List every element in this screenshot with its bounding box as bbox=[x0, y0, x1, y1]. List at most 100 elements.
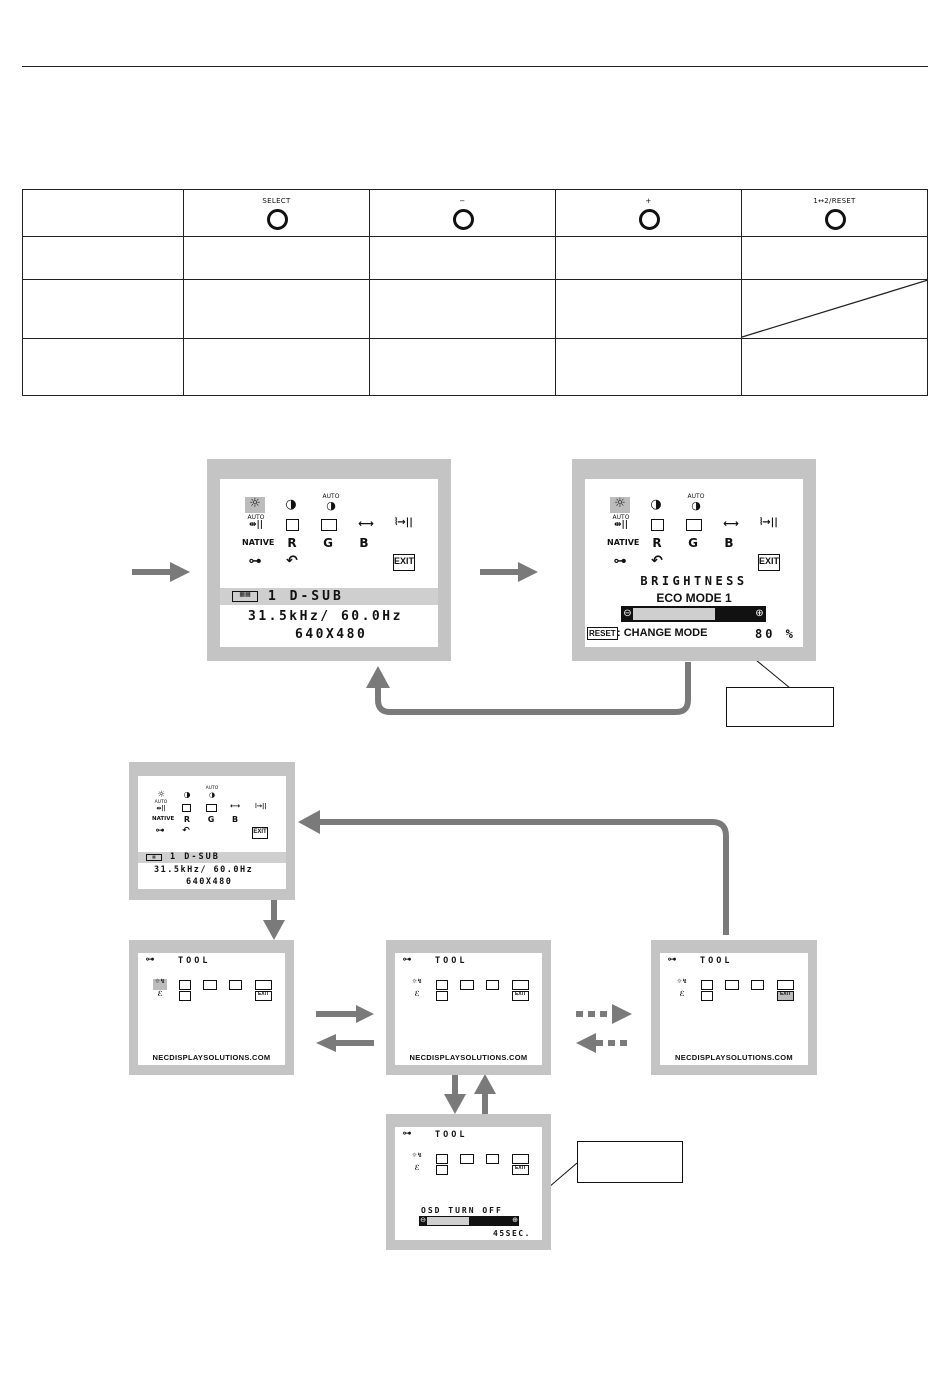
arrow-head bbox=[316, 1034, 336, 1052]
brightness-bar-fill bbox=[633, 608, 715, 620]
eco-leaf-icon: ℰ bbox=[157, 990, 163, 998]
tool-icon: ⊶ bbox=[145, 955, 155, 965]
left-right-icon bbox=[286, 519, 299, 531]
ddc-icon bbox=[179, 991, 191, 1001]
diagonal-line bbox=[742, 280, 928, 338]
plus-button-label: + bbox=[645, 197, 652, 205]
osd-menu: ⊶ TOOL ☼↯ ℰ EXIT NECDISPLAYSOLUTIONS.COM bbox=[660, 953, 808, 1065]
native-icon: NATIVE bbox=[242, 538, 275, 547]
table-cell bbox=[369, 338, 556, 396]
osd-menu: ⊶ TOOL ☼↯ ℰ EXIT NECDISPLAYSOLUTIONS.COM bbox=[138, 953, 285, 1065]
arrow-head bbox=[366, 666, 390, 688]
arrow-head bbox=[576, 1033, 596, 1053]
native-icon: NATIVE bbox=[607, 538, 640, 547]
frequency-label: 31.5kHz/ 60.0Hz bbox=[248, 609, 403, 624]
url-label: NECDISPLAYSOLUTIONS.COM bbox=[152, 1053, 271, 1062]
osd-menu: ⊶ TOOL ☼↯ ℰ EXIT OSD TURN OFF ⊖ ⊕ 45SEC. bbox=[395, 1127, 542, 1240]
info-icon bbox=[255, 980, 272, 990]
factory-preset-icon: ↶ bbox=[182, 826, 190, 836]
table-row bbox=[22, 338, 928, 396]
tool-header: TOOL bbox=[435, 1130, 468, 1140]
minus-icon: ⊖ bbox=[420, 1217, 426, 1224]
plus-icon: ⊕ bbox=[512, 1217, 518, 1224]
resolution-label: 640X480 bbox=[186, 877, 233, 887]
osd-turn-off-value: 45SEC. bbox=[493, 1229, 531, 1238]
window-icon bbox=[486, 980, 499, 990]
factory-preset-icon: ↶ bbox=[651, 553, 663, 569]
table-cell bbox=[183, 279, 370, 339]
arrow-head bbox=[356, 1005, 374, 1023]
osd-screen-tool-1: ⊶ TOOL ☼↯ ℰ EXIT NECDISPLAYSOLUTIONS.COM bbox=[129, 940, 294, 1075]
table-cell bbox=[22, 279, 184, 339]
table-header-row: SELECT − + 1↔2/RESET bbox=[22, 189, 928, 237]
timer-icon bbox=[436, 1154, 448, 1164]
arrow-head bbox=[518, 562, 538, 582]
contrast-icon: ◑ bbox=[650, 497, 662, 512]
connector-icon: ▦▦ bbox=[232, 591, 258, 602]
osd-menu: ⊶ TOOL ☼↯ ℰ EXIT NECDISPLAYSOLUTIONS.COM bbox=[395, 953, 542, 1065]
tool-icon: ⊶ bbox=[667, 955, 677, 965]
auto-contrast-icon: AUTO ◑ bbox=[205, 786, 219, 799]
table-cell bbox=[555, 236, 742, 280]
tool-icon: ⊶ bbox=[613, 554, 627, 569]
resolution-label: 640X480 bbox=[295, 627, 368, 642]
left-right-icon bbox=[651, 519, 664, 531]
exit-icon: EXIT bbox=[777, 991, 794, 1001]
blue-label: B bbox=[359, 536, 369, 550]
brightness-icon: ☼ bbox=[610, 497, 630, 513]
arrow-head bbox=[474, 1074, 496, 1094]
fine-icon: ⦚→|| bbox=[760, 517, 778, 528]
osd-screen-main-small: ☼ ◑ AUTO ◑ AUTO ⇹|| ⟷ ⦚→|| NATIVE R G B … bbox=[129, 762, 295, 900]
table-cell bbox=[22, 236, 184, 280]
plus-button-icon bbox=[638, 209, 660, 230]
eco-leaf-icon: ℰ bbox=[414, 990, 420, 998]
minus-button-icon bbox=[452, 209, 474, 230]
auto-adjust-icon: AUTO ⇹|| bbox=[154, 800, 168, 812]
top-rule bbox=[22, 66, 928, 67]
auto-contrast-icon: AUTO ◑ bbox=[687, 493, 705, 512]
contrast-icon: ◑ bbox=[285, 497, 297, 512]
select-button-label: SELECT bbox=[262, 197, 291, 205]
osd-screen-tool-2: ⊶ TOOL ☼↯ ℰ EXIT NECDISPLAYSOLUTIONS.COM bbox=[386, 940, 551, 1075]
tool-icon: ⊶ bbox=[248, 554, 262, 569]
osd-turn-off-bar[interactable]: ⊖ ⊕ bbox=[419, 1216, 519, 1226]
table-cell bbox=[555, 338, 742, 396]
osd-turn-off-label: OSD TURN OFF bbox=[421, 1206, 503, 1215]
table-cell-diagonal bbox=[741, 279, 928, 339]
url-label: NECDISPLAYSOLUTIONS.COM bbox=[409, 1053, 528, 1062]
window-icon bbox=[751, 980, 764, 990]
brightness-value: 80 % bbox=[755, 627, 796, 641]
osd-screen-tool-3: ⊶ TOOL ☼↯ ℰ EXIT NECDISPLAYSOLUTIONS.COM bbox=[651, 940, 817, 1075]
red-label: R bbox=[183, 815, 191, 824]
eco-icon: ☼↯ bbox=[411, 978, 423, 985]
select-button-icon bbox=[266, 209, 288, 230]
input-label: 1 D-SUB bbox=[170, 852, 220, 862]
tool-icon: ⊶ bbox=[155, 826, 165, 836]
lock-icon bbox=[460, 980, 474, 990]
h-size-icon: ⟷ bbox=[723, 517, 739, 530]
input-row: ▦ 1 D-SUB bbox=[138, 852, 286, 863]
exit-icon: EXIT bbox=[255, 991, 272, 1001]
plus-icon: ⊕ bbox=[755, 608, 764, 619]
arrow-head bbox=[298, 810, 320, 834]
change-mode-label: : CHANGE MODE bbox=[617, 627, 708, 639]
blue-label: B bbox=[724, 536, 734, 550]
input-row: ▦▦ 1 D-SUB bbox=[220, 588, 438, 605]
left-right-icon bbox=[182, 804, 191, 812]
window-icon bbox=[229, 980, 242, 990]
osd-menu: ☼ ◑ AUTO ◑ AUTO ⇹|| ⟷ ⦚→|| NATIVE R G B … bbox=[138, 776, 286, 889]
info-icon bbox=[777, 980, 794, 990]
brightness-title: BRIGHTNESS bbox=[640, 574, 748, 588]
table-cell bbox=[183, 236, 370, 280]
contrast-icon: ◑ bbox=[183, 790, 191, 799]
info-icon bbox=[512, 980, 529, 990]
fine-icon: ⦚→|| bbox=[395, 517, 413, 528]
h-size-icon: ⟷ bbox=[358, 517, 374, 530]
down-up-icon bbox=[206, 804, 217, 812]
brightness-bar[interactable]: ⊖ ⊕ bbox=[621, 606, 766, 622]
reset-button-label: 1↔2/RESET bbox=[813, 197, 856, 205]
exit-icon: EXIT bbox=[758, 554, 780, 571]
exit-icon: EXIT bbox=[393, 554, 415, 571]
minus-button-label: − bbox=[459, 197, 466, 205]
ddc-icon bbox=[701, 991, 713, 1001]
